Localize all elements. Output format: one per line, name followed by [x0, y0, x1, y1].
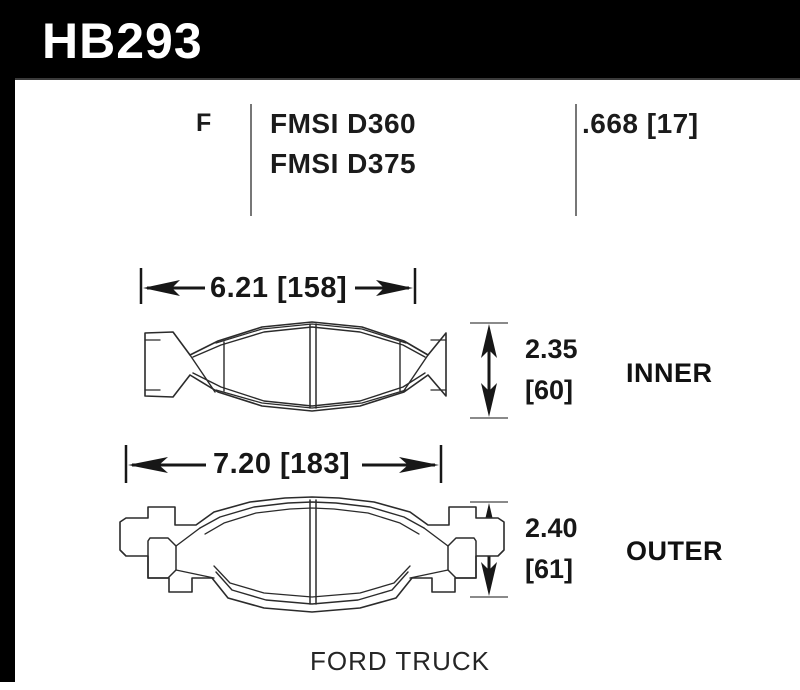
- outer-pad-height-mm-label: [61]: [525, 554, 574, 584]
- thickness-dimension-label: .668 [17]: [582, 108, 699, 139]
- outer-pad-height-inches-label: 2.40: [525, 513, 578, 543]
- inner-pad-height-mm-label: [60]: [525, 375, 574, 405]
- header-underline: [0, 78, 800, 80]
- left-frame-border: [0, 78, 15, 682]
- page-title-part-number: HB293: [42, 13, 203, 69]
- outer-pad-position-label: OUTER: [626, 536, 723, 566]
- spec-divider-left: [250, 104, 252, 216]
- vehicle-application-caption: FORD TRUCK: [310, 646, 490, 676]
- inner-pad-height-dimension-line: [470, 322, 508, 419]
- inner-pad-height-inches-label: 2.35: [525, 334, 578, 364]
- outer-pad-width-dimension-label: 7.20 [183]: [213, 448, 351, 480]
- outer-pad-height-dimension-line: [470, 501, 508, 598]
- spec-divider-right: [575, 104, 577, 216]
- inner-brake-pad-drawing: [144, 321, 447, 412]
- outer-brake-pad-drawing: [119, 496, 505, 613]
- header-bar: [0, 0, 800, 78]
- compound-grade-label: F: [196, 109, 212, 137]
- inner-pad-position-label: INNER: [626, 358, 713, 388]
- inner-pad-width-dimension-label: 6.21 [158]: [210, 272, 348, 304]
- fmsi-code-primary: FMSI D360: [270, 108, 417, 139]
- fmsi-code-secondary: FMSI D375: [270, 148, 417, 179]
